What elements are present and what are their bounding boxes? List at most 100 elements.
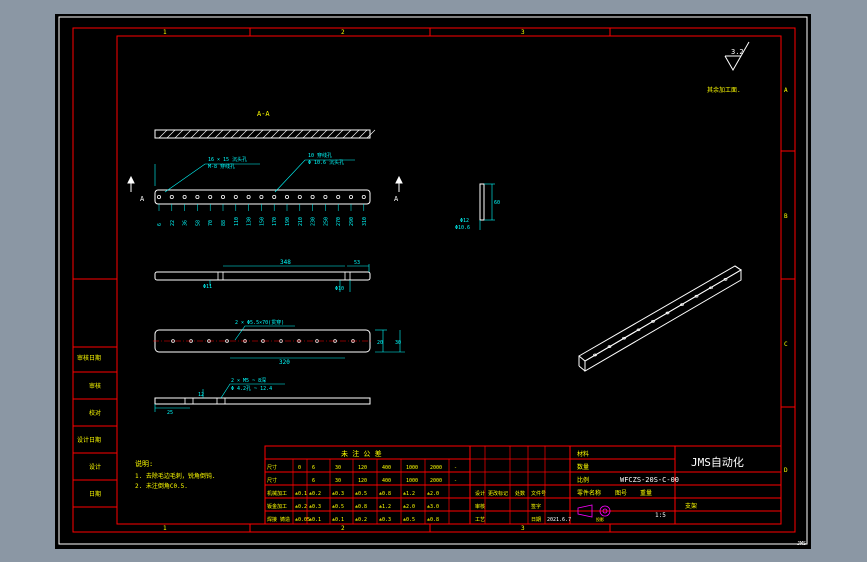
bottom-dim-0: 12 <box>198 392 204 398</box>
side-dim-1: Φ12 <box>460 218 469 224</box>
iso-hole <box>622 336 626 340</box>
top-view-body <box>154 271 371 281</box>
top-dim-3: Φ10 <box>335 286 344 292</box>
border-frame <box>72 27 796 533</box>
cad-viewport[interactable]: 1 2 3 1 2 3 A B C D 审核日期 审核 校对 设计日期 设计 日… <box>55 14 811 549</box>
left-label-4: 设计 <box>89 463 101 471</box>
hole <box>361 194 366 199</box>
sheet-scale: 1:5 <box>655 512 666 519</box>
bottom-dim-label: 190 <box>285 217 291 226</box>
title-mid-grid <box>470 446 570 524</box>
tol-cell: ±0.3 <box>309 504 321 510</box>
corner-mark: JMS <box>797 541 806 547</box>
bottom-dim-label: 270 <box>336 217 342 226</box>
mid-label-2: 工艺 <box>475 517 485 523</box>
mid-label-0: 设计 <box>475 490 485 497</box>
tol-header: 400 <box>382 465 391 471</box>
tol-cell: ±0.5 <box>355 491 367 497</box>
company-name: JMS自动化 <box>691 455 744 469</box>
bottom-callout-1: Φ 4.2孔 ~ 12.4 <box>231 385 272 392</box>
bottom-dim-label: 210 <box>298 217 304 226</box>
tol-header: 0 <box>298 465 301 471</box>
hole <box>297 194 302 199</box>
front-hole <box>279 339 283 343</box>
front-hole <box>315 339 319 343</box>
bottom-dim-label: 170 <box>272 217 278 226</box>
approval-date: 2021.6.7 <box>547 517 571 523</box>
section-hatch <box>158 129 376 139</box>
qty-label: 数量 <box>577 463 589 471</box>
bottom-dim-label: 22 <box>170 220 176 226</box>
surface-finish-value: 3.2 <box>731 48 744 56</box>
cad-drawing: 1 2 3 1 2 3 A B C D 审核日期 审核 校对 设计日期 设计 日… <box>58 16 808 547</box>
tol-header: 6 <box>312 465 315 471</box>
bottom-callout-0: 2 × M5 ~ 8深 <box>231 377 266 384</box>
mid-label-1: 审核 <box>475 503 485 510</box>
surface-finish-symbol <box>724 41 750 72</box>
tol-cell: ±0.3 <box>379 517 391 523</box>
tol-cell: ±1.2 <box>379 504 391 510</box>
tol-cell: ±0.1 <box>295 491 307 497</box>
surface-note: 其余加工面. <box>707 86 741 94</box>
iso-hole <box>607 345 612 348</box>
left-label-2: 校对 <box>89 409 101 417</box>
bottom-dim-label: 70 <box>208 220 214 226</box>
grid-col-top-1: 1 <box>163 29 167 36</box>
hole <box>169 194 174 199</box>
material-label: 材料 <box>577 450 589 458</box>
iso-hole <box>665 311 670 315</box>
tol-cell: ±0.8 <box>427 517 439 523</box>
hole <box>208 194 213 199</box>
tol-header: 30 <box>335 465 341 471</box>
hole <box>233 194 238 199</box>
hole <box>310 194 315 199</box>
tol-cell: ±0.1 <box>309 517 321 523</box>
tol-cell: ±0.8 <box>355 504 367 510</box>
tol-cell: ±0.1 <box>332 517 344 523</box>
tol-header: 2000 <box>430 465 442 471</box>
mid-label2-2: 文件号 <box>531 490 546 497</box>
tol-range: 2000 <box>430 478 442 484</box>
drawing-number: WFCZS-20S-C-00 <box>620 476 679 484</box>
date-label-1: 日期 <box>531 517 541 523</box>
front-dim-1: 20 <box>377 340 383 346</box>
hole <box>259 194 264 199</box>
bottom-dim-label: 250 <box>323 217 329 226</box>
bottom-dim-1: 25 <box>167 410 173 416</box>
bottom-dim-label: 58 <box>195 220 201 226</box>
top-view-dims <box>209 264 370 292</box>
hole <box>323 194 328 199</box>
hole <box>272 194 277 199</box>
tol-cell: ±0.5 <box>332 504 344 510</box>
isometric-holes <box>593 278 728 357</box>
bottom-dim-label: 110 <box>234 217 240 226</box>
grid-row-A: A <box>784 87 788 94</box>
bottom-dim-label: 6 <box>157 223 163 226</box>
side-view-body <box>479 183 485 221</box>
tol-header: - <box>454 465 457 471</box>
section-view-body <box>154 129 371 139</box>
tol-cell: ±0.3 <box>332 491 344 497</box>
top-dim-2: Φ11 <box>203 284 212 290</box>
bottom-view-dims <box>154 383 285 412</box>
grid-ticks <box>249 28 795 532</box>
hole <box>195 194 200 199</box>
hole-callout-0: 16 × 15 沉头孔 <box>208 156 247 163</box>
outer-frame <box>58 16 808 545</box>
bottom-view-features <box>184 398 226 404</box>
tol-header: 120 <box>358 465 367 471</box>
tol-range: 尺寸 <box>267 477 277 484</box>
section-arrows <box>127 175 403 192</box>
hole <box>246 194 251 199</box>
tol-cell: 钣金加工 <box>267 503 287 510</box>
hole-leaders <box>154 159 355 193</box>
tol-cell: ±0.2 <box>295 504 307 510</box>
hole <box>182 194 187 199</box>
part-name: 支架 <box>685 502 697 510</box>
bottom-dim-label: 150 <box>259 217 265 226</box>
grid-row-C: C <box>784 341 788 348</box>
bottom-dim-label: 130 <box>247 217 253 226</box>
left-label-1: 审核 <box>89 382 101 390</box>
tol-cell: 焊接 铸造 <box>267 516 290 523</box>
